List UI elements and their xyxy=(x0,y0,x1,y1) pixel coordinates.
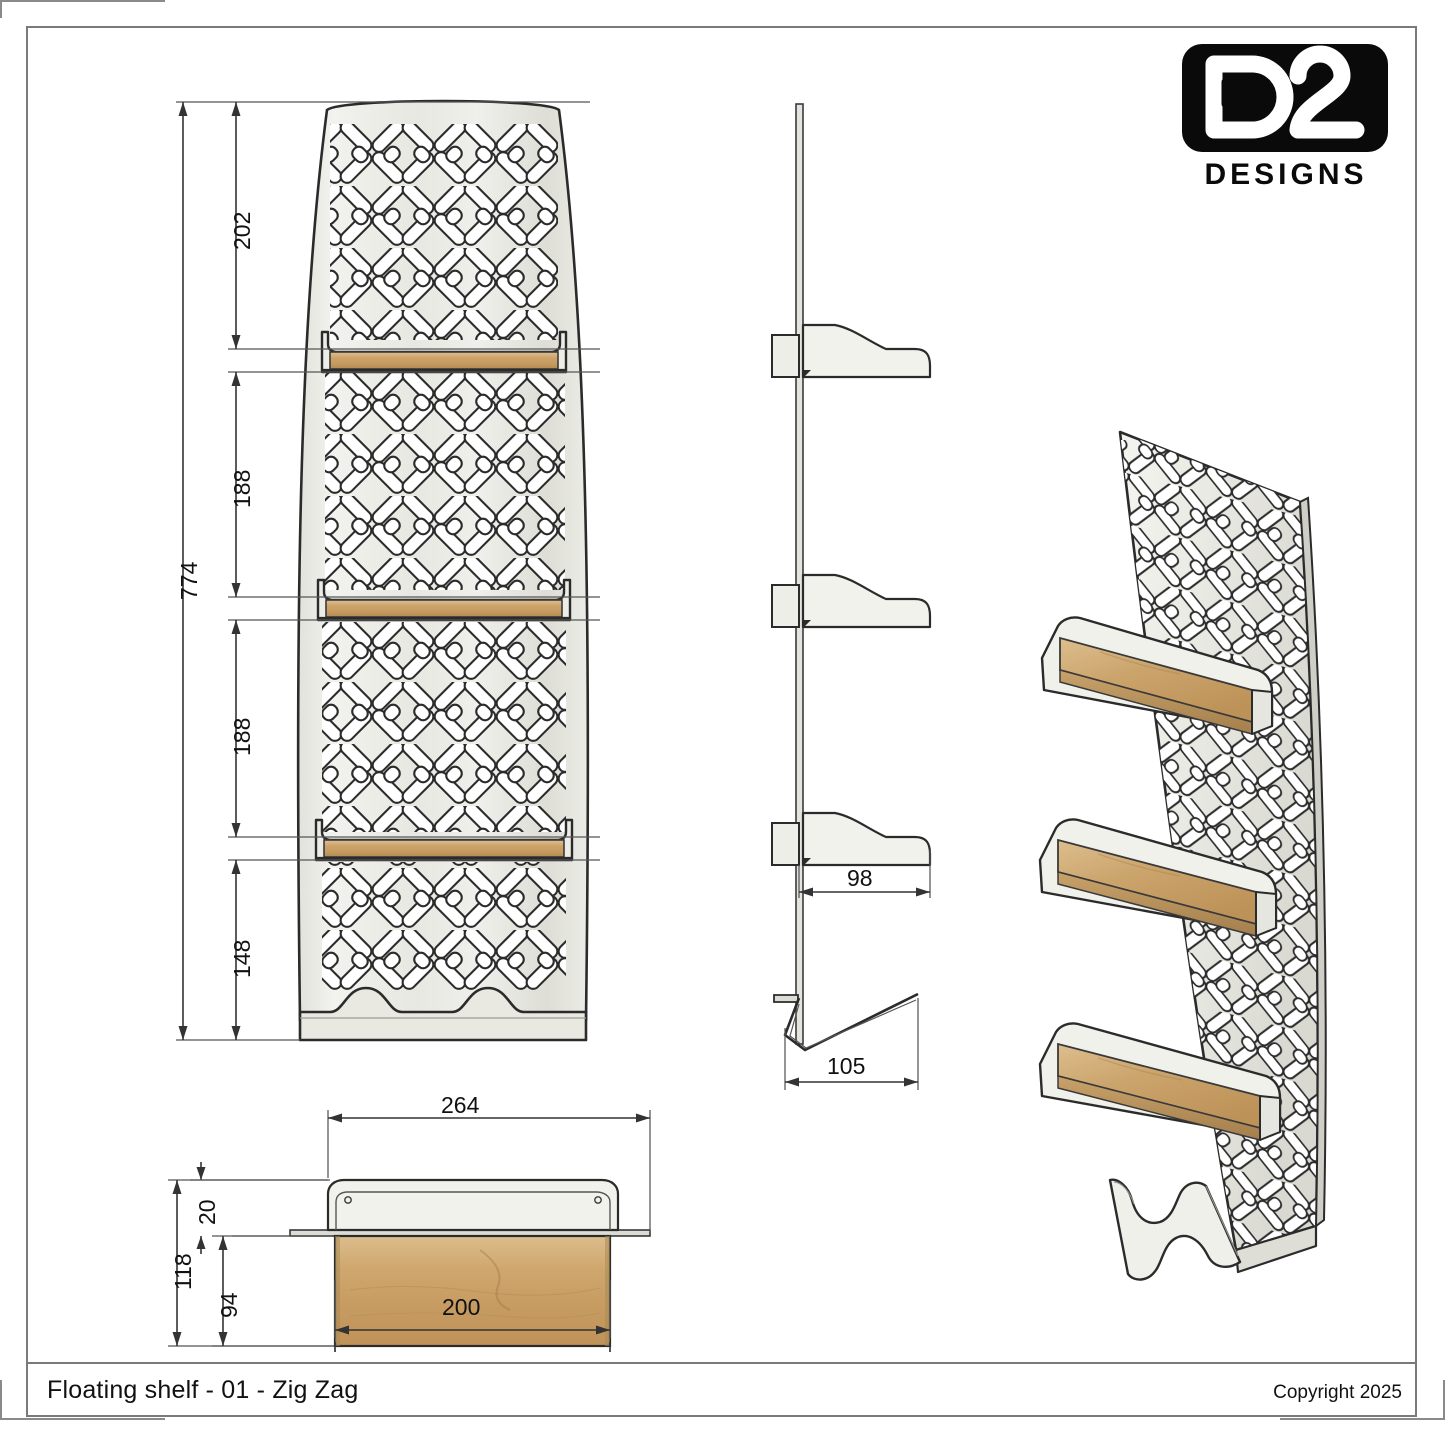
front-elevation-view: 774 202 188 188 148 xyxy=(0,0,680,1100)
dim-bracket-depth: 98 xyxy=(847,865,873,891)
side-dim-98-line xyxy=(799,887,930,897)
dim-overall-height: 774 xyxy=(176,561,202,600)
iso-base-flange xyxy=(1108,1178,1318,1281)
dim-lip-height: 20 xyxy=(194,1199,220,1225)
shelf-board-3 xyxy=(323,839,565,858)
detail-dim-264-line xyxy=(328,1113,650,1123)
dim-top-to-shelf-1: 202 xyxy=(229,211,255,250)
base-flange xyxy=(298,986,588,1042)
dim-shelf-1-to-2: 188 xyxy=(229,469,255,508)
detail-dim-264-ext xyxy=(327,1110,651,1232)
dim-base-foot-depth: 105 xyxy=(827,1053,866,1079)
corner-mark-bottom-right xyxy=(1280,1380,1445,1420)
dim-shelf-3-to-base: 148 xyxy=(229,939,255,978)
shelf-assembly-3 xyxy=(314,818,574,862)
front-panel-body xyxy=(296,99,590,1022)
front-dimension-lines xyxy=(176,101,600,1041)
shelf-assembly-1 xyxy=(320,330,568,374)
iso-shelf-1 xyxy=(1040,616,1274,735)
detail-bracket-plate xyxy=(289,1178,651,1237)
detail-dim-20-line xyxy=(196,1162,206,1254)
detail-dim-200-line xyxy=(334,1342,611,1352)
side-bracket-2 xyxy=(771,573,932,629)
drawing-title: Floating shelf - 01 - Zig Zag xyxy=(47,1376,359,1404)
title-block: Floating shelf - 01 - Zig Zag Copyright … xyxy=(27,1362,1416,1416)
front-dimension-arrows xyxy=(178,102,241,1040)
corner-mark-top-left xyxy=(0,0,165,18)
title-block-divider xyxy=(27,1362,1416,1364)
detail-wood-board xyxy=(333,1234,612,1348)
detail-dim-94-line xyxy=(218,1236,228,1346)
isometric-view xyxy=(1000,390,1400,1320)
shelf-board-1 xyxy=(329,351,559,370)
corner-mark-bottom-left xyxy=(0,1380,165,1420)
side-bracket-1 xyxy=(771,323,932,379)
detail-dim-94-ext xyxy=(212,1235,335,1347)
detail-dim-200-group: 200 xyxy=(150,1280,670,1360)
dim-board-width: 200 xyxy=(442,1294,481,1320)
copyright-notice: Copyright 2025 xyxy=(1273,1382,1402,1403)
detail-dim-118-line xyxy=(172,1180,182,1346)
iso-shelf-3 xyxy=(1038,1022,1282,1141)
company-logo: DESIGNS xyxy=(1180,42,1390,192)
dim-shelf-2-to-3: 188 xyxy=(229,717,255,756)
side-dim-105-ext xyxy=(784,998,919,1090)
shelf-assembly-2 xyxy=(316,578,572,622)
iso-shelf-2 xyxy=(1038,818,1278,937)
shelf-section-detail-view: 264 20 118 94 xyxy=(150,1090,670,1360)
logo-wordmark: DESIGNS xyxy=(1204,158,1368,191)
dim-bracket-width: 264 xyxy=(441,1092,480,1118)
side-dim-105-line xyxy=(785,1077,918,1087)
drawing-frame xyxy=(26,26,1417,1417)
shelf-board-2 xyxy=(325,599,563,618)
perforation-field xyxy=(322,122,566,990)
side-back-panel xyxy=(795,103,804,1045)
side-elevation-view: 98 105 xyxy=(700,60,1020,1120)
d2-logo-mark xyxy=(1182,44,1388,152)
side-base-foot xyxy=(773,992,919,1052)
